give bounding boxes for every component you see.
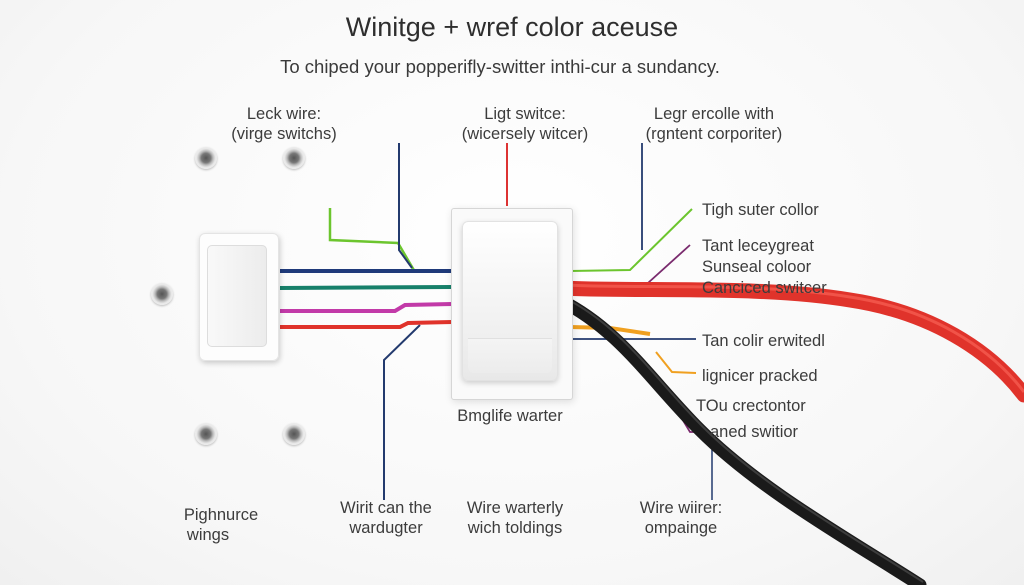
right-label-1: Tigh suter collor xyxy=(702,201,819,219)
bottom-label-1-line2: wings xyxy=(186,526,230,544)
red-wire-thin xyxy=(280,320,453,329)
black-cable xyxy=(553,293,927,585)
black-cable-highlight xyxy=(562,296,924,583)
bottom-label-2-line1: Wirit can the xyxy=(340,499,432,517)
rocker-lip xyxy=(468,338,552,373)
right-top-label-line2: (rgntent corporiter) xyxy=(645,125,783,143)
bottom-label-2: Wirit can the wardugter xyxy=(331,498,441,538)
right-top-label-line1: Legr ercolle with xyxy=(653,105,775,123)
right-label-7: TOu crectontor xyxy=(696,397,806,415)
right-top-label: Legr ercolle with (rgntent corporiter) xyxy=(634,104,794,144)
outlet-receptacle xyxy=(199,233,279,361)
bottom-label-4-line1: Wire wiirer: xyxy=(639,499,723,517)
left-top-label: Leck wire: (virge switchs) xyxy=(222,104,346,144)
leader-left-top-navy xyxy=(398,143,413,269)
leader-left-top-lime xyxy=(328,208,417,273)
bottom-label-2-line2: wardugter xyxy=(349,519,423,537)
bottom-label-3-line1: Wire warterly xyxy=(466,499,564,517)
right-label-2: Tant leceygreat xyxy=(702,237,814,255)
diagram-subtitle: To chiped your popperifly-switter inthi-… xyxy=(280,56,720,77)
screw-icon xyxy=(195,423,217,445)
switch-caption: Bmglife warter xyxy=(457,407,563,425)
mid-top-label-line1: Ligt switce: xyxy=(484,105,566,123)
light-switch-plate xyxy=(451,208,573,400)
outlet-face xyxy=(207,245,267,347)
right-label-6: lignicer pracked xyxy=(702,367,818,385)
leader-bottom-2-navy xyxy=(383,324,421,500)
light-switch-rocker xyxy=(462,221,558,381)
magenta-wire xyxy=(280,302,453,313)
red-cable xyxy=(552,280,1024,403)
screw-icon xyxy=(283,423,305,445)
mid-top-label: Ligt switce: (wicersely witcer) xyxy=(455,104,595,144)
right-label-5: Tan colir erwitedl xyxy=(702,332,825,350)
leader-right-6-orange xyxy=(655,351,697,374)
diagram-title: Winitge + wref color aceuse xyxy=(345,12,679,42)
left-top-label-line1: Leck wire: xyxy=(246,105,322,123)
screw-icon xyxy=(195,147,217,169)
right-label-3: Sunseal coloor xyxy=(702,258,812,276)
screw-icon xyxy=(283,147,305,169)
right-label-4: Canciced switcer xyxy=(702,279,827,297)
screw-icon xyxy=(151,283,173,305)
mid-top-label-line2: (wicersely witcer) xyxy=(461,125,589,143)
bottom-label-4-line2: ompainge xyxy=(644,519,718,537)
bottom-label-1-line1: Pighnurce xyxy=(183,506,259,524)
bottom-label-1: Pighnurce wings xyxy=(166,505,276,545)
bottom-label-3-line2: wich toldings xyxy=(467,519,563,537)
green-wire xyxy=(279,285,453,290)
left-top-label-line2: (virge switchs) xyxy=(231,125,337,143)
right-label-8: aned switior xyxy=(710,423,799,441)
bottom-label-4: Wire wiirer: ompainge xyxy=(626,498,736,538)
leader-right-1-lime xyxy=(569,208,693,272)
red-cable-highlight xyxy=(564,283,1024,393)
bottom-label-3: Wire warterly wich toldings xyxy=(460,498,570,538)
